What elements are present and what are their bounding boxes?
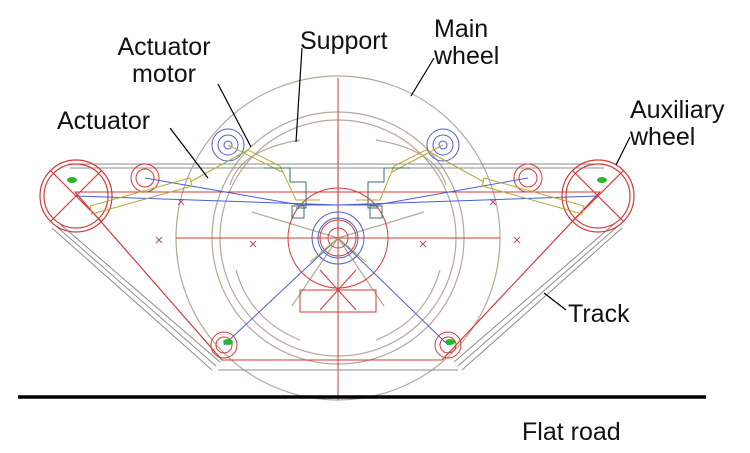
label-auxiliary-wheel: Auxiliary wheel xyxy=(630,97,724,151)
label-actuator-motor-line1: Actuator xyxy=(117,33,211,61)
label-auxiliary-wheel-line1: Auxiliary xyxy=(630,96,725,124)
label-actuator-motor-line2: motor xyxy=(132,60,196,88)
label-auxiliary-wheel-line2: wheel xyxy=(630,123,696,151)
idler-wheels xyxy=(130,163,543,359)
track xyxy=(51,163,623,371)
label-flat-road: Flat road xyxy=(522,418,621,446)
supports xyxy=(264,167,410,219)
label-main-wheel-line2: wheel xyxy=(434,42,500,70)
leader-lines xyxy=(169,47,631,311)
label-main-wheel: Main wheel xyxy=(434,16,499,70)
green-markers xyxy=(67,177,607,345)
pivot-marks xyxy=(155,198,521,248)
label-track: Track xyxy=(568,300,630,328)
label-actuator: Actuator xyxy=(57,107,151,135)
linkages-blue xyxy=(75,177,599,346)
label-actuator-motor: Actuator motor xyxy=(106,34,222,88)
label-main-wheel-line1: Main xyxy=(434,15,489,43)
label-support: Support xyxy=(300,27,388,55)
actuators-olive xyxy=(89,144,585,263)
